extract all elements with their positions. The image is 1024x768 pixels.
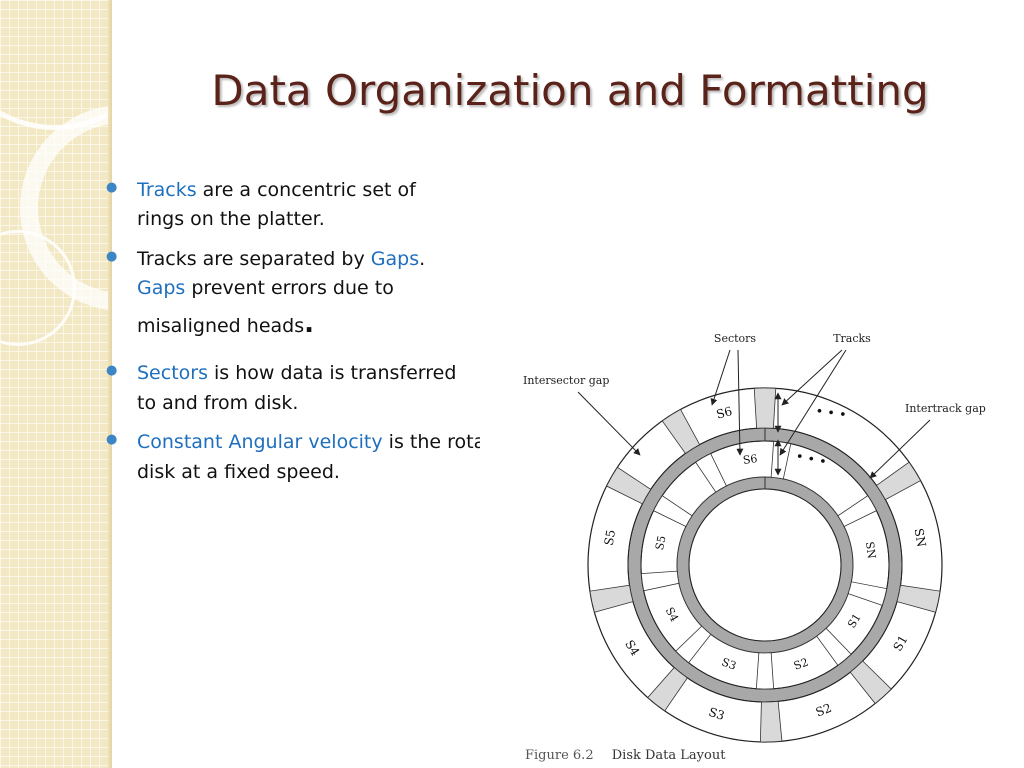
- figure-caption: Figure 6.2 Disk Data Layout: [525, 748, 725, 763]
- intersector-gap: [753, 387, 777, 429]
- intersector-gap: [759, 700, 783, 743]
- bullet-text: to and from disk.: [137, 391, 299, 414]
- bullet-line: Constant Angular velocity is the rotatio…: [137, 428, 480, 457]
- inner-intersector-gap: [755, 652, 775, 690]
- bullet-text: is the rotation of the: [388, 431, 480, 454]
- bullet-text: prevent errors due to: [185, 277, 394, 300]
- intersector-gap: [661, 408, 701, 455]
- bullet-line: disk at a fixed speed.: [137, 458, 480, 487]
- bullet-line: Tracks are a concentric set of: [137, 176, 480, 205]
- intersector-gap-label: Intersector gap: [523, 374, 609, 387]
- inner-intersector-gap: [653, 495, 693, 527]
- bullet-text: misaligned heads: [137, 314, 305, 337]
- inner-sector-label: S5: [653, 534, 669, 551]
- inner-intersector-gap: [816, 627, 852, 666]
- emphasis-period: .: [304, 308, 315, 339]
- bullet-list: ● Tracks are a concentric set of rings on …: [102, 176, 480, 497]
- bullet-line: Tracks are separated by Gaps.: [137, 245, 480, 274]
- bullet-item: ●Tracks are separated by Gaps.Gaps preve…: [102, 245, 480, 349]
- outer-sector-label: S5: [602, 529, 619, 547]
- bullet-line: Gaps prevent errors due to: [137, 274, 480, 303]
- intersector-gap: [647, 667, 688, 712]
- bullet-dot-icon: ●: [106, 432, 118, 448]
- bullet-dot-icon: ●: [106, 248, 118, 264]
- inner-sector-label: S3: [720, 656, 738, 673]
- inner-intersector-gap: [695, 453, 727, 493]
- leader-arrow: [781, 349, 843, 406]
- inner-intersector-gap: [847, 581, 888, 606]
- inner-sector-label: S6: [742, 452, 758, 467]
- ellipsis-dots: • • •: [814, 404, 847, 423]
- bullet-line: to and from disk.: [137, 389, 480, 418]
- leader-arrow: [710, 349, 731, 406]
- inner-sector-label: S4: [663, 605, 681, 624]
- outer-sector-label: S6: [715, 404, 734, 422]
- inner-intersector-gap: [837, 495, 877, 527]
- leader-arrow: [577, 391, 641, 456]
- outer-sector-label: SN: [912, 527, 929, 548]
- decorative-sidebar: [0, 0, 112, 768]
- intersector-gap: [896, 584, 941, 613]
- outer-sector-label: S2: [814, 701, 834, 720]
- bullet-text: .: [419, 247, 426, 270]
- bullet-line: Sectors is how data is transferred: [137, 359, 480, 388]
- bullet-item: ● Tracks are a concentric set of rings on …: [102, 176, 480, 235]
- bullet-line: rings on the platter.: [137, 205, 480, 234]
- bullet-item: ● Sectors is how data is transferred to an…: [102, 359, 480, 418]
- decorative-circle-large: [0, 0, 112, 130]
- outer-sector-label: S1: [891, 633, 911, 654]
- bullet-item: ● Constant Angular velocity is the rotati…: [102, 428, 480, 487]
- intersector-gap: [606, 466, 652, 505]
- slide-title: Data Organization and Formatting: [211, 66, 929, 115]
- intertrack-gap-label: Intertrack gap: [905, 402, 986, 415]
- bullet-text: is how data is transferred: [207, 362, 457, 385]
- highlighted-term: Constant Angular velocity: [137, 431, 383, 454]
- highlighted-term: Tracks: [137, 179, 197, 201]
- highlighted-term: Gaps: [137, 277, 186, 300]
- figure-caption-number: Figure 6.2: [525, 748, 594, 763]
- bullet-text: Tracks are separated by: [137, 247, 371, 270]
- bullet-text: are a concentric set of: [196, 179, 416, 201]
- inner-sector-label: SN: [863, 541, 878, 560]
- intersector-gap: [589, 584, 634, 613]
- bullet-line: misaligned heads.: [137, 304, 480, 350]
- bullet-text: rings on the platter.: [137, 208, 325, 231]
- figure-caption-text: Disk Data Layout: [611, 748, 726, 763]
- ellipsis-dots: • • •: [794, 449, 828, 470]
- inner-sector-label: S2: [792, 656, 810, 673]
- sidebar-edge: [108, 0, 112, 768]
- leader-arrow: [869, 419, 931, 479]
- disk-hub: [688, 488, 842, 642]
- highlighted-term: Gaps: [370, 247, 420, 270]
- bullet-dot-icon: ●: [106, 180, 118, 195]
- tracks-label: Tracks: [833, 332, 871, 345]
- sectors-label: Sectors: [714, 332, 757, 345]
- outer-sector-label: S3: [707, 705, 726, 723]
- intersector-gap: [875, 461, 922, 501]
- intersector-gap: [849, 660, 892, 705]
- bullet-text: disk at a fixed speed.: [137, 460, 340, 483]
- bullet-dot-icon: ●: [106, 363, 118, 379]
- leader-arrow: [779, 349, 847, 456]
- leader-arrow: [736, 349, 744, 456]
- inner-intersector-gap: [675, 625, 712, 664]
- inner-intersector-gap: [640, 570, 680, 592]
- highlighted-term: Sectors: [137, 362, 208, 385]
